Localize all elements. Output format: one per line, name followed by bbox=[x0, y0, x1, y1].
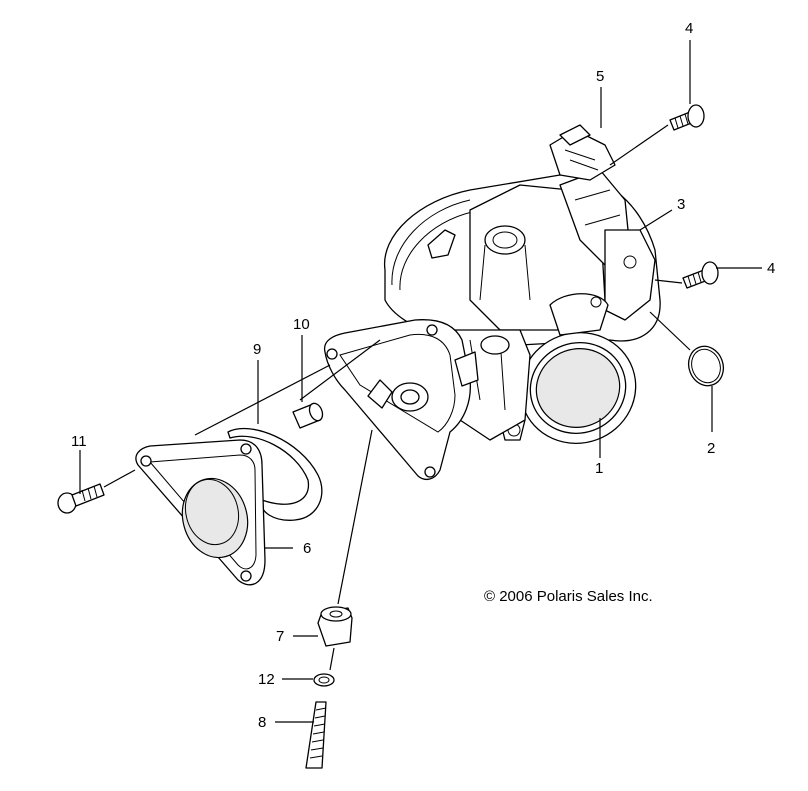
callout-7: 7 bbox=[276, 628, 284, 645]
stud bbox=[305, 701, 327, 769]
seal-ring bbox=[227, 427, 323, 521]
callout-4-right: 4 bbox=[767, 260, 775, 277]
callout-11: 11 bbox=[71, 433, 87, 450]
callout-10: 10 bbox=[293, 316, 310, 333]
callout-9: 9 bbox=[253, 341, 261, 358]
callout-2: 2 bbox=[707, 440, 715, 457]
copyright-notice: © 2006 Polaris Sales Inc. bbox=[484, 588, 653, 605]
plunger-pin bbox=[292, 402, 324, 429]
callout-6: 6 bbox=[303, 540, 311, 557]
callout-8: 8 bbox=[258, 714, 266, 731]
bushing bbox=[317, 606, 353, 647]
screw-top bbox=[669, 104, 705, 131]
screw-right bbox=[682, 261, 719, 289]
screw-left bbox=[57, 483, 105, 514]
callout-12: 12 bbox=[258, 671, 275, 688]
sensor-connector bbox=[549, 124, 616, 181]
callout-4-top: 4 bbox=[685, 20, 693, 37]
washer bbox=[313, 673, 335, 687]
o-ring bbox=[687, 345, 725, 387]
cover-plate bbox=[135, 439, 266, 586]
callout-1: 1 bbox=[595, 460, 603, 477]
callout-3: 3 bbox=[677, 196, 685, 213]
callout-labels: 4 5 3 4 2 1 10 9 11 6 7 12 8 bbox=[71, 20, 775, 731]
callout-5: 5 bbox=[596, 68, 604, 85]
leader-lines bbox=[79, 40, 762, 723]
throttle-body-assembly bbox=[323, 169, 661, 481]
